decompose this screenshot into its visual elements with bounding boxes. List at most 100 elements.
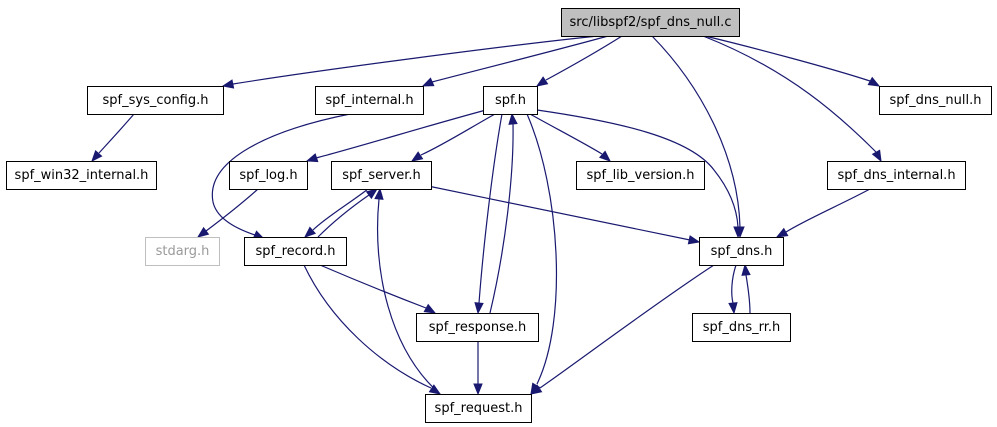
edge-line	[431, 35, 609, 83]
arrowhead-icon	[867, 76, 881, 87]
arrowhead-icon	[733, 226, 743, 239]
edge-spf-h-to-spf-lib-version-h	[529, 113, 612, 162]
edge-spf-dns-h-to-spf-request-h	[529, 264, 715, 395]
arrowhead-icon	[196, 226, 210, 238]
edge-spf-dns-h-to-spf-dns-rr-h	[728, 264, 738, 315]
edge-spf-h-to-spf-response-h	[474, 113, 503, 315]
edge-spf-response-h-to-spf-request-h	[473, 341, 483, 396]
arrowhead-icon	[529, 384, 543, 395]
edge-line	[526, 113, 558, 385]
edge-line	[704, 35, 871, 82]
edge-spf-sys-config-h-to-spf-win32-internal-h	[91, 113, 135, 163]
arrowhead-icon	[473, 383, 483, 396]
edge-spf-response-h-to-spf-h	[489, 112, 518, 314]
arrowhead-icon	[535, 76, 549, 87]
node-spf-win32-internal-h[interactable]: spf_win32_internal.h	[6, 161, 157, 190]
node-box	[827, 161, 966, 190]
node-spf-record-h[interactable]: spf_record.h	[244, 237, 347, 266]
node-spf-dns-internal-h[interactable]: spf_dns_internal.h	[827, 161, 966, 190]
edge-line	[205, 188, 259, 232]
node-label: spf_lib_version.h	[586, 168, 694, 183]
edge-line	[478, 113, 503, 304]
edge-line	[731, 264, 737, 304]
edge-line	[536, 109, 739, 228]
node-box	[416, 313, 539, 342]
edge-spf-h-to-spf-request-h	[526, 113, 558, 396]
arrowhead-icon	[741, 263, 751, 276]
edge-line	[651, 35, 741, 228]
edge-line	[545, 35, 623, 81]
node-label: spf_internal.h	[325, 93, 413, 108]
edge-line	[529, 113, 603, 155]
edge-line	[232, 35, 599, 85]
node-spf-dns-null-h[interactable]: spf_dns_null.h	[879, 86, 992, 115]
edge-spf-h-to-spf-server-h	[410, 113, 496, 162]
arrowhead-icon	[91, 149, 103, 163]
edge-line	[376, 198, 441, 395]
edge-line	[317, 194, 370, 238]
arrowhead-icon	[410, 151, 424, 162]
node-label: spf_server.h	[342, 168, 420, 183]
node-box	[576, 161, 705, 190]
nodes-layer: src/libspf2/spf_dns_null.c spf_sys_config…	[6, 8, 992, 423]
edge-line	[539, 264, 715, 389]
edge-spf-dns-rr-h-to-spf-dns-h	[741, 263, 751, 314]
edge-spf-dns-null-c-to-spf-dns-h	[651, 35, 745, 239]
edge-line	[420, 113, 496, 156]
arrowhead-icon	[775, 227, 789, 238]
edge-spf-dns-null-c-to-spf-sys-config-h	[221, 35, 599, 89]
arrowhead-icon	[508, 112, 518, 125]
arrowhead-icon	[474, 302, 484, 315]
node-label: spf_dns_internal.h	[837, 168, 955, 183]
node-spf-dns-null-c[interactable]: src/libspf2/spf_dns_null.c	[561, 8, 740, 37]
node-label: spf.h	[495, 93, 526, 108]
arrowhead-icon	[687, 235, 701, 245]
edge-line	[745, 274, 751, 314]
node-stdarg-h: stdarg.h	[145, 237, 220, 266]
edge-spf-dns-null-c-to-spf-internal-h	[421, 35, 609, 87]
node-label: stdarg.h	[156, 244, 210, 259]
edge-spf-dns-null-c-to-spf-h	[535, 35, 623, 87]
edge-line	[427, 185, 691, 241]
node-spf-internal-h[interactable]: spf_internal.h	[315, 86, 424, 115]
arrowhead-icon	[728, 302, 738, 315]
node-spf-server-h[interactable]: spf_server.h	[331, 161, 432, 190]
edge-spf-record-h-to-spf-server-h	[317, 188, 379, 238]
node-spf-dns-rr-h[interactable]: spf_dns_rr.h	[692, 313, 791, 342]
node-spf-lib-version-h[interactable]: spf_lib_version.h	[576, 161, 705, 190]
node-spf-log-h[interactable]: spf_log.h	[229, 161, 308, 190]
arrowhead-icon	[423, 303, 437, 314]
arrowhead-icon	[305, 153, 319, 163]
node-label: spf_response.h	[429, 320, 527, 335]
node-label: spf_dns_null.h	[890, 93, 982, 108]
node-spf-sys-config-h[interactable]: spf_sys_config.h	[87, 86, 224, 115]
edge-spf-record-h-to-spf-response-h	[319, 264, 437, 314]
arrowhead-icon	[421, 77, 435, 87]
node-spf-dns-h[interactable]: spf_dns.h	[699, 237, 784, 266]
node-box	[699, 237, 784, 266]
edge-line	[319, 264, 427, 309]
node-label: spf_record.h	[256, 244, 336, 259]
arrowhead-icon	[365, 188, 379, 200]
node-spf-h[interactable]: spf.h	[483, 86, 538, 115]
edge-spf-h-to-spf-dns-h	[536, 109, 743, 239]
edge-line	[489, 123, 514, 314]
edge-spf-dns-null-c-to-spf-dns-internal-h	[702, 35, 882, 163]
node-label: spf_log.h	[239, 168, 297, 183]
edge-spf-h-to-spf-log-h	[305, 109, 487, 163]
node-box	[879, 86, 992, 115]
arrowhead-icon	[598, 150, 612, 162]
node-spf-response-h[interactable]: spf_response.h	[416, 313, 539, 342]
node-box	[145, 237, 220, 266]
edge-spf-dns-internal-h-to-spf-dns-h	[775, 188, 871, 238]
node-box	[425, 394, 532, 423]
node-label: spf_sys_config.h	[103, 93, 209, 108]
node-spf-request-h[interactable]: spf_request.h	[425, 394, 532, 423]
edge-spf-request-h-to-spf-server-h	[374, 187, 441, 395]
node-box	[561, 8, 740, 37]
node-label: spf_win32_internal.h	[15, 168, 149, 183]
edge-spf-log-h-to-stdarg-h	[196, 188, 259, 238]
node-box	[6, 161, 157, 190]
edge-spf-dns-null-c-to-spf-dns-null-h	[704, 35, 881, 87]
